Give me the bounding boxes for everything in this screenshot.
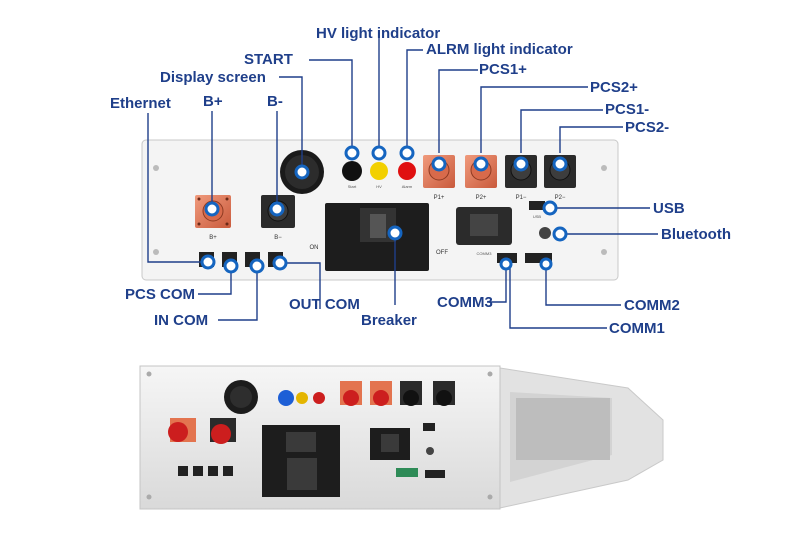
p2-minus-panel-label: P2− xyxy=(555,195,566,201)
pcs-com-callout: PCS COM xyxy=(125,286,195,303)
unit-pcs-terminals xyxy=(340,381,455,406)
comm2-callout: COMM2 xyxy=(624,297,680,314)
pcs2-minus-callout: PCS2- xyxy=(625,119,669,136)
p2-plus-panel-label: P2+ xyxy=(476,195,487,201)
bluetooth-callout: Bluetooth xyxy=(661,226,731,243)
on-panel-label: ON xyxy=(310,245,319,251)
pcs2-plus-callout: PCS2+ xyxy=(590,79,638,96)
off-panel-label: OFF xyxy=(436,250,448,256)
callout-labels: HV light indicator START ALRM light indi… xyxy=(110,25,731,337)
breaker[interactable]: ON OFF xyxy=(310,203,449,271)
unit-rj45-ports xyxy=(178,466,233,476)
out-com-callout: OUT COM xyxy=(289,296,360,313)
bluetooth-module xyxy=(539,227,551,239)
start-button[interactable]: Start xyxy=(342,161,362,189)
b-minus-callout: B- xyxy=(267,93,283,110)
comm3-callout: COMM3 xyxy=(437,294,493,311)
unit-photo xyxy=(139,365,664,510)
unit-alarm-light xyxy=(313,392,325,404)
usb-panel-label: USB xyxy=(533,214,542,219)
p1-plus-panel-label: P1+ xyxy=(434,195,445,201)
b-plus-callout: B+ xyxy=(203,93,223,110)
ethernet-callout: Ethernet xyxy=(110,95,171,112)
hv-light: HV xyxy=(370,162,388,189)
unit-usb-port xyxy=(423,423,435,431)
b-minus-panel-label: B− xyxy=(274,235,282,241)
leader-lines xyxy=(147,33,658,329)
unit-hv-light xyxy=(296,392,308,404)
comm3-panel-label: COMM3 xyxy=(477,251,493,256)
comm1-callout: COMM1 xyxy=(609,320,665,337)
unit-start-button xyxy=(278,390,294,406)
in-com-callout: IN COM xyxy=(154,312,208,329)
unit-battery-terminals xyxy=(168,418,236,444)
start-panel-label: Start xyxy=(348,184,357,189)
breaker-callout: Breaker xyxy=(361,312,417,329)
usb-callout: USB xyxy=(653,200,685,217)
unit-green-terminal xyxy=(396,468,418,477)
hv-light-callout: HV light indicator xyxy=(316,25,440,42)
alarm-panel-label: Alarm xyxy=(402,184,413,189)
unit-comm2-port xyxy=(425,470,445,478)
start-callout: START xyxy=(244,51,293,68)
display-screen-callout: Display screen xyxy=(160,69,266,86)
pcs1-minus-callout: PCS1- xyxy=(605,101,649,118)
alarm-light: Alarm xyxy=(398,162,416,189)
alrm-light-callout: ALRM light indicator xyxy=(426,41,573,58)
unit-breaker xyxy=(262,425,340,497)
comm2-port xyxy=(525,253,552,263)
p1-minus-panel-label: P1− xyxy=(516,195,527,201)
usb-port: USB xyxy=(529,201,545,219)
unit-bluetooth xyxy=(426,447,434,455)
pcs1-plus-callout: PCS1+ xyxy=(479,61,527,78)
comm3-connector: COMM3 xyxy=(456,207,512,256)
b-plus-panel-label: B+ xyxy=(209,235,217,241)
unit-display xyxy=(224,380,258,414)
unit-comm3-socket xyxy=(370,428,410,460)
callout-markers xyxy=(200,145,568,274)
hv-panel-label: HV xyxy=(376,184,382,189)
